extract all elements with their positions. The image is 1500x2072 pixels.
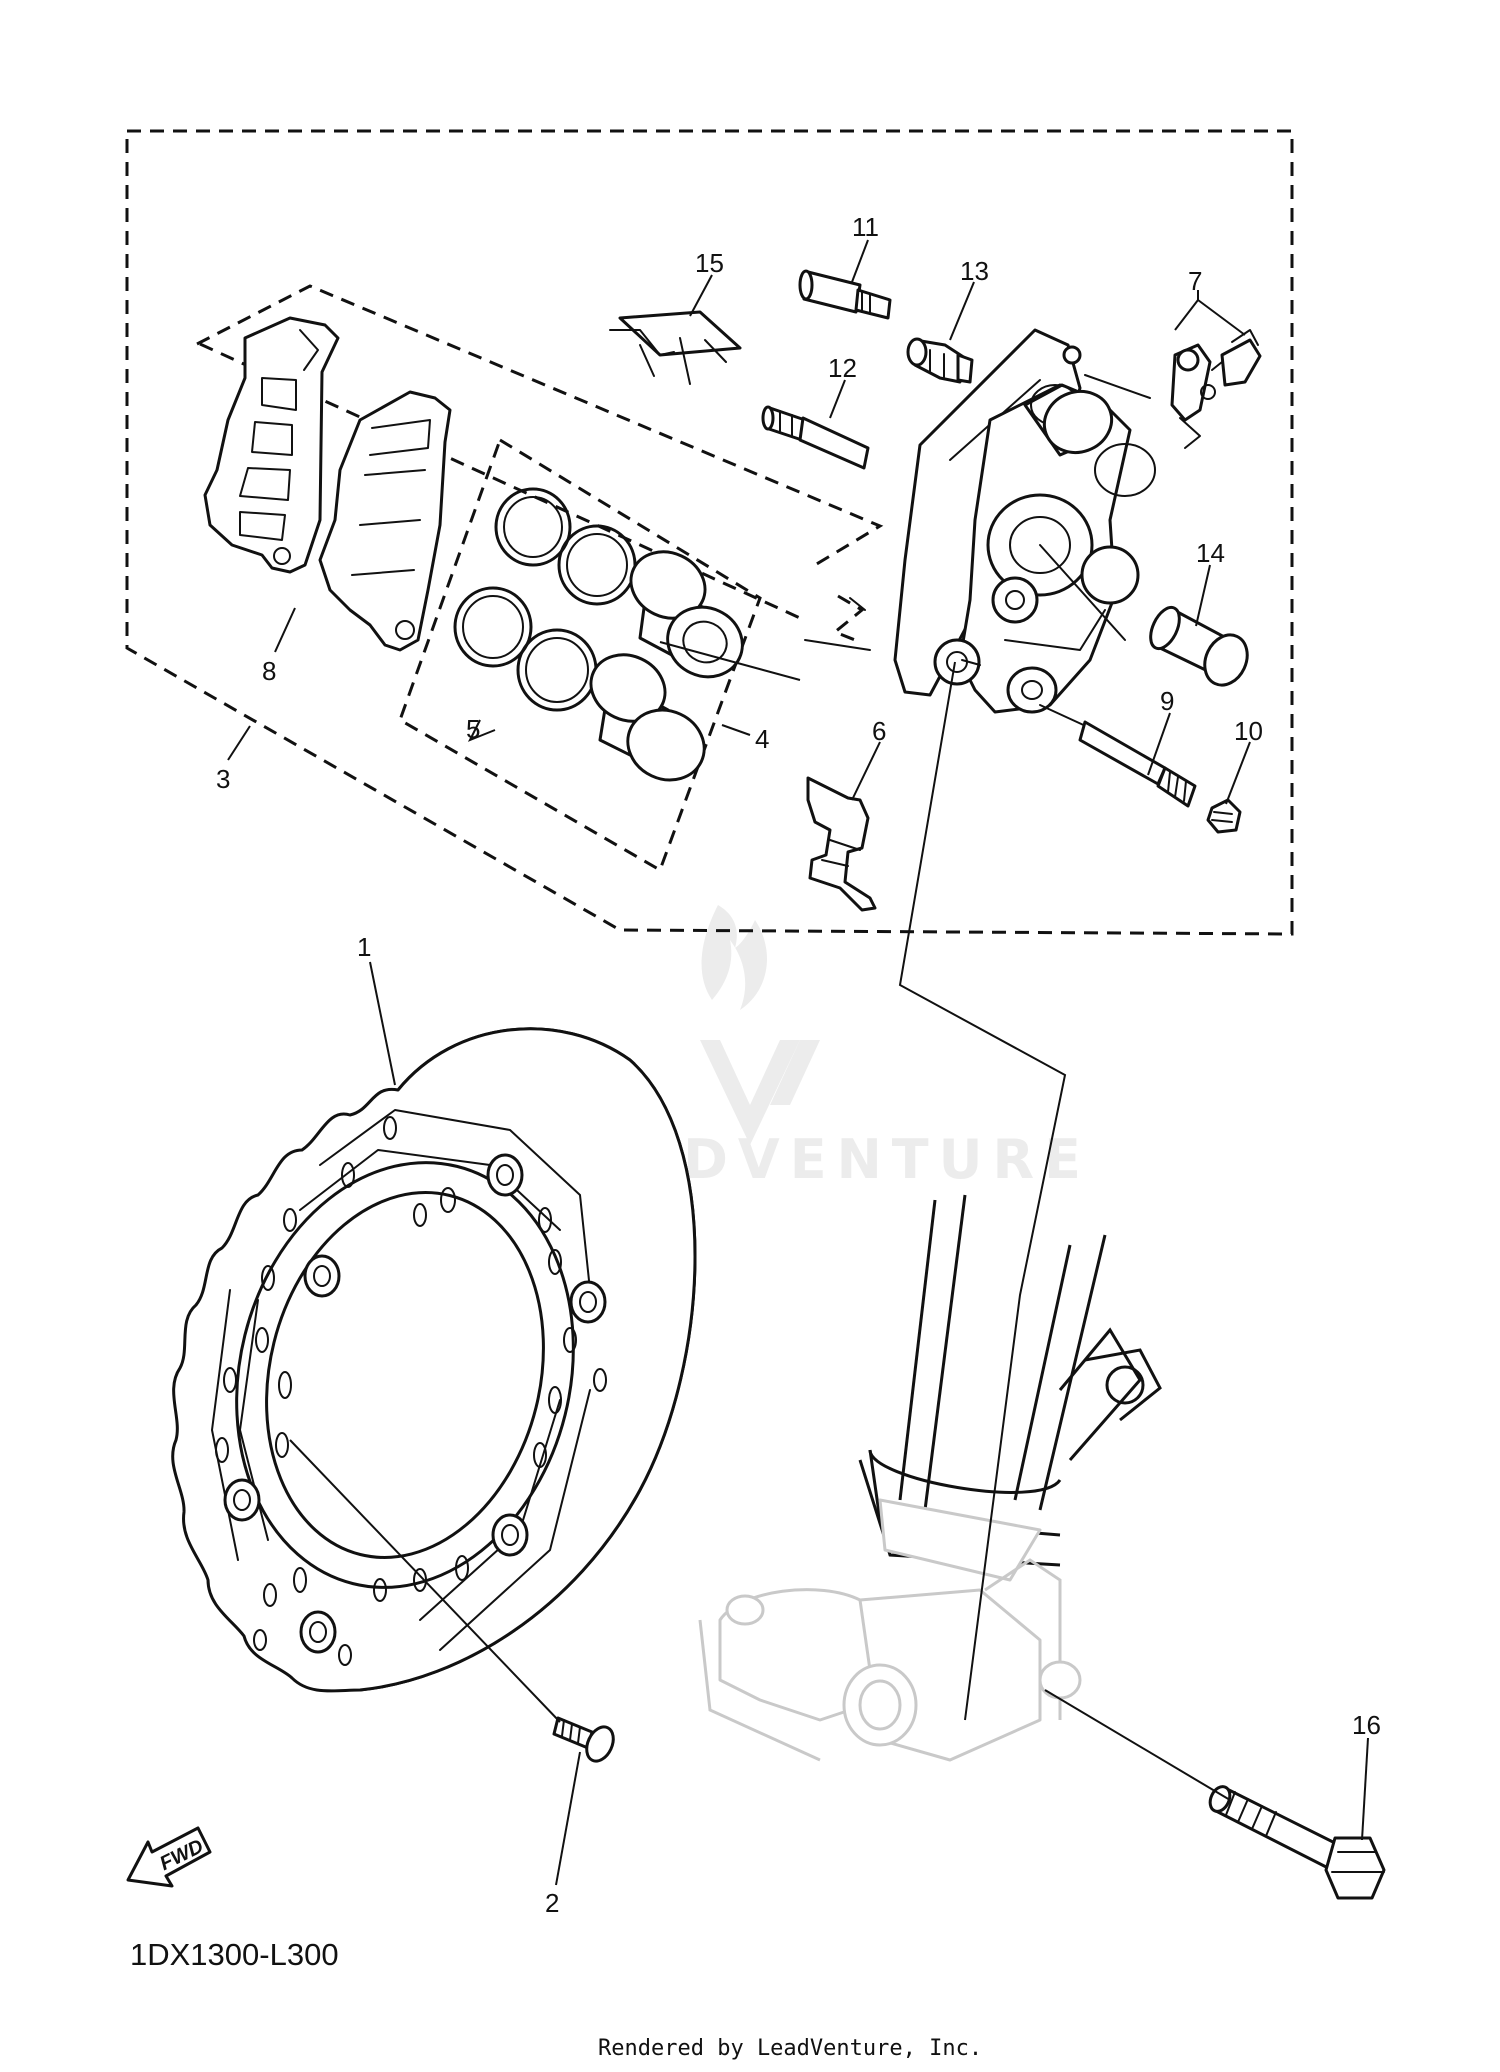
callout-8: 8 xyxy=(262,656,276,686)
front-fork xyxy=(858,1194,1162,1567)
forward-direction-indicator: FWD xyxy=(126,1826,212,1888)
callout-5: 5 xyxy=(466,714,480,744)
render-credit: Rendered by LeadVenture, Inc. xyxy=(598,2036,982,2061)
nut-10 xyxy=(1206,798,1242,834)
brake-rotor xyxy=(171,1027,697,1693)
caliper-body xyxy=(933,383,1156,714)
callout-16: 16 xyxy=(1352,1710,1381,1740)
brake-pad-inner xyxy=(318,390,452,652)
callout-14: 14 xyxy=(1196,538,1225,568)
rotor-vent-slots xyxy=(215,1116,607,1666)
callout-11: 11 xyxy=(852,212,879,242)
caliper-pin-14 xyxy=(1149,605,1249,687)
axle-bolt-16 xyxy=(1208,1785,1386,1900)
piston-seals xyxy=(453,487,637,712)
callout-4: 4 xyxy=(755,724,769,754)
pad-spring xyxy=(609,310,742,385)
diagram-code: 1DX1300-L300 xyxy=(130,1937,339,1972)
caliper-assembly-boundary xyxy=(125,129,1294,936)
callout-9: 9 xyxy=(1160,686,1174,716)
rotor-mount-holes xyxy=(223,1153,607,1654)
callout-15: 15 xyxy=(695,248,724,278)
brake-pad-outer xyxy=(203,316,340,574)
callout-2: 2 xyxy=(545,1888,559,1918)
callout-1: 1 xyxy=(357,932,371,962)
callout-12: 12 xyxy=(828,353,857,383)
caliper-bolt-9 xyxy=(1039,704,1197,808)
caliper-assembly-group xyxy=(125,129,1294,936)
piston-seal-boundary xyxy=(398,437,762,873)
reference-lines xyxy=(289,641,1231,1801)
callout-labels: 1 2 3 4 5 6 7 8 9 10 11 12 13 14 15 16 xyxy=(216,212,1381,1918)
callout-3: 3 xyxy=(216,764,230,794)
fork-lower-ghost xyxy=(698,1498,1082,1762)
callout-7: 7 xyxy=(1188,266,1202,296)
bleed-screw-13 xyxy=(906,337,974,384)
rotor-bolt-2 xyxy=(552,1716,615,1763)
callout-10: 10 xyxy=(1234,716,1263,746)
callout-13: 13 xyxy=(960,256,989,286)
pad-clip-6 xyxy=(806,776,877,912)
caliper-pin-12 xyxy=(761,405,870,470)
fwd-arrow-icon xyxy=(126,1826,212,1888)
bleeder-set-7 xyxy=(1170,329,1262,449)
callout-leaders xyxy=(227,239,1369,1886)
callout-6: 6 xyxy=(872,716,886,746)
pistons xyxy=(589,550,744,782)
caliper-pin-11 xyxy=(798,269,892,320)
